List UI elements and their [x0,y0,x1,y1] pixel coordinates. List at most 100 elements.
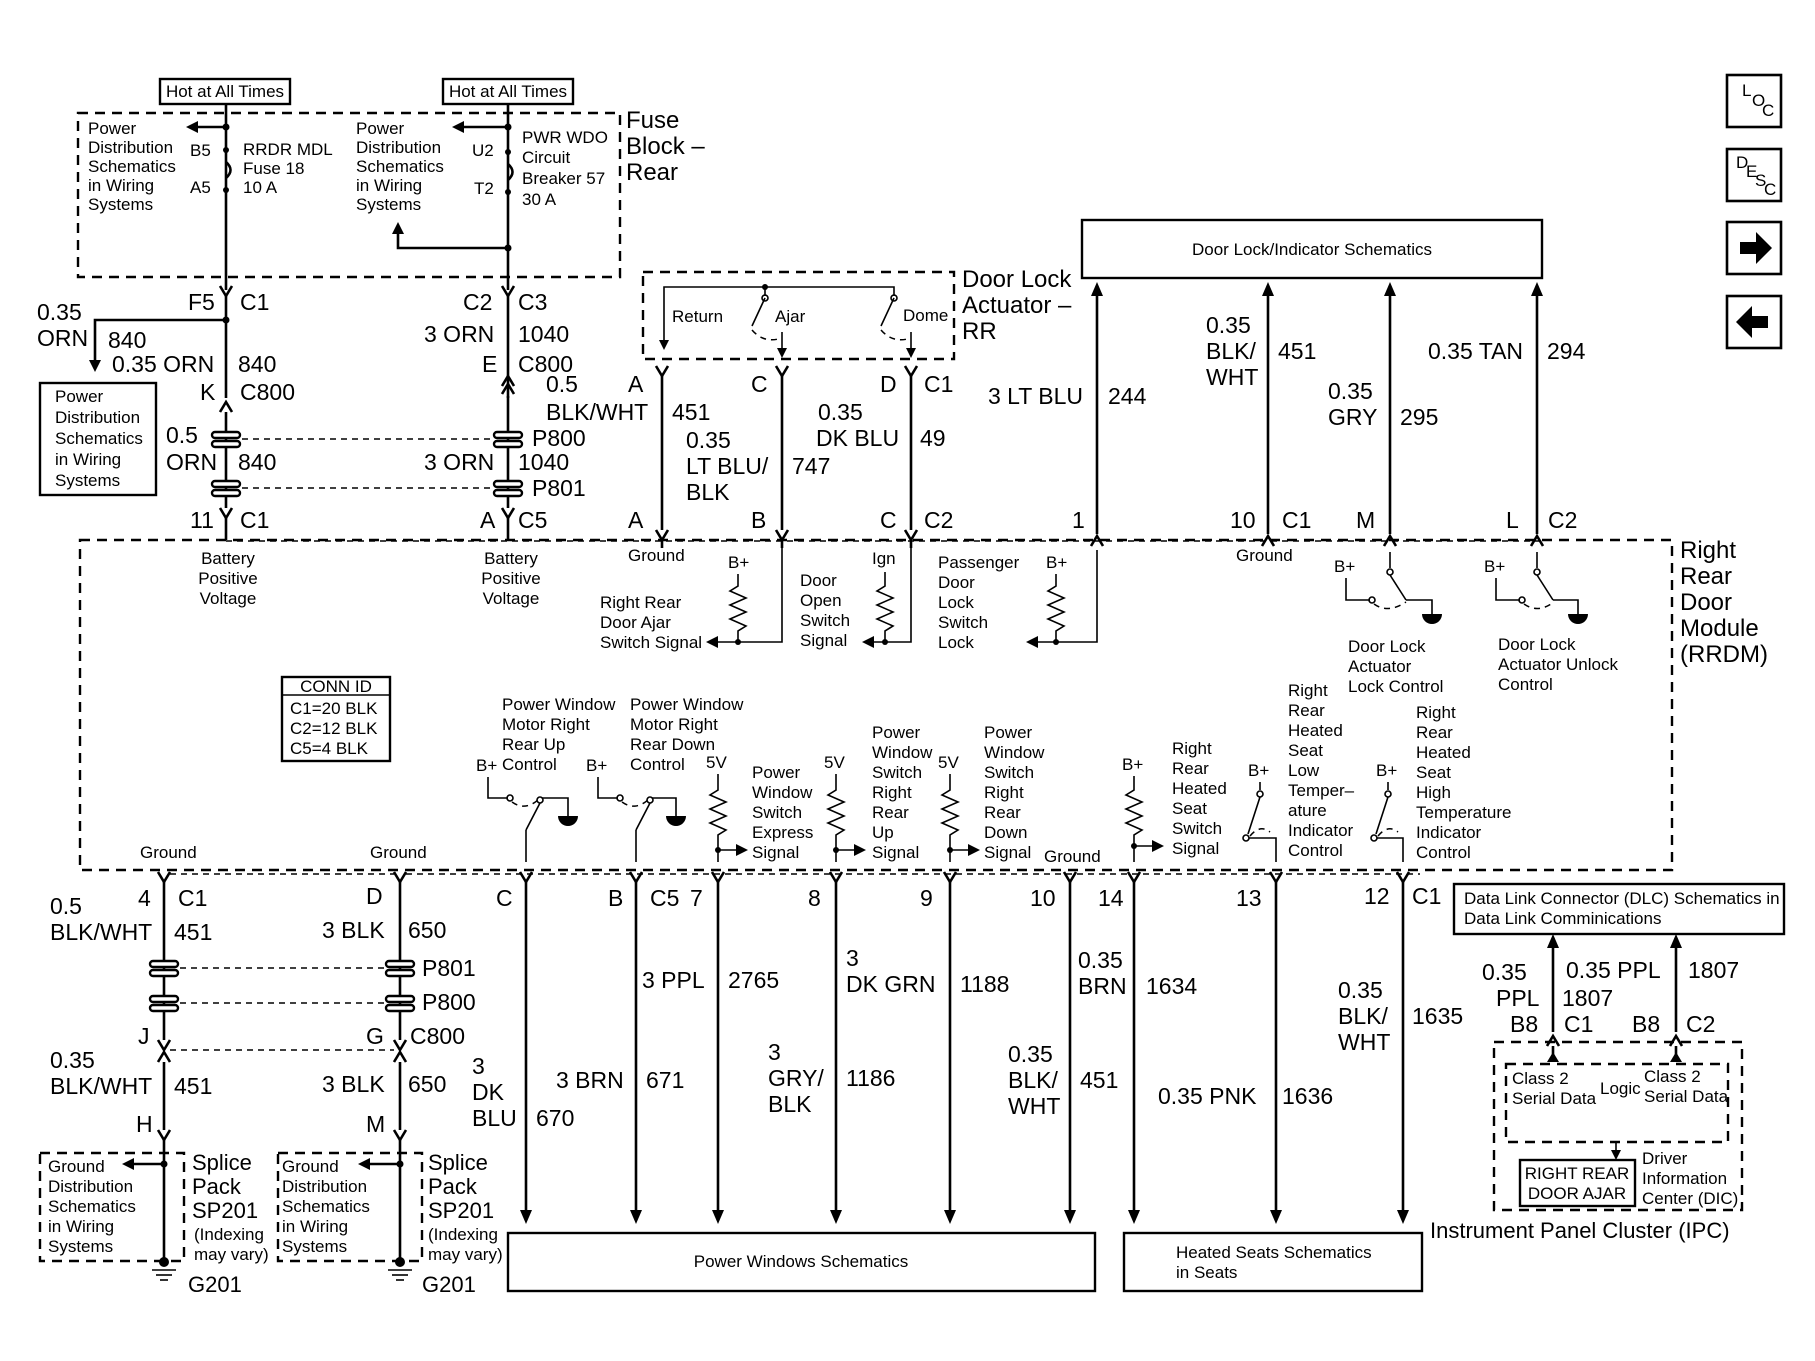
control-label: Door Lock [1498,635,1576,654]
splice-pack-boundary [38,1151,186,1263]
wire-color: BLK/WHT [546,399,648,425]
signal-label: Right Rear [600,593,682,612]
nav-prev-button[interactable] [1725,294,1783,350]
lower-left-wiring: 4 C1 D 0.5 BLK/WHT 451 3 BLK 650 P801 P8… [38,871,1420,1297]
fuse-block-title: Fuse [626,107,679,134]
signal-label: Power [984,723,1033,742]
arrow-up-icon [1547,934,1559,948]
gds-text: in Wiring [282,1217,348,1236]
connector-id: P800 [532,425,586,451]
arrow-up-icon [1531,282,1543,296]
wire-number: 670 [536,1105,574,1131]
connector-pin: M [1356,507,1375,533]
splice-label: may vary) [428,1245,503,1264]
pds-text: Distribution [88,138,173,157]
module-title: (RRDM) [1680,641,1768,668]
box-text: Power Windows Schematics [694,1252,908,1271]
pds-text: in Wiring [356,176,422,195]
wire-size: 0.35 [37,299,82,325]
wire-color: WHT [1338,1029,1390,1055]
connector-pin: B8 [1510,1011,1538,1037]
gds-text: Distribution [282,1177,367,1196]
wire-color: 3 LT BLU [988,383,1083,409]
gds-text: Systems [48,1237,113,1256]
signal-label: Lock [938,633,974,652]
bplus-label: B+ [1046,553,1067,572]
connector-id: C1 [240,289,269,315]
cb-label: Breaker 57 [522,169,605,188]
fuse-pin: A5 [190,178,211,197]
5v-label: 5V [824,753,845,772]
signal-label: Signal [984,843,1031,862]
signal-label: Window [752,783,813,802]
signal-label: Door [938,573,975,592]
connector-id: C1 [1412,883,1441,909]
connector-id: C3 [518,289,547,315]
connector-pin: B8 [1632,1011,1660,1037]
wire-color: 3 BRN [556,1067,624,1093]
arrow-up-icon [392,222,404,234]
pullup-resistor-icon [1124,776,1154,847]
wire-number: 244 [1108,383,1147,409]
relay-switch-icon [635,802,651,831]
nav-desc-button[interactable]: D E S C [1725,147,1783,203]
wire-color: 3 BLK [322,1071,385,1097]
signal-label: Switch [800,611,850,630]
splice-label: (Indexing [428,1225,498,1244]
connector-pin: 10 [1230,507,1256,533]
control-label: Rear Up [502,735,565,754]
nav-loc-button[interactable]: L O C [1725,73,1783,129]
connector-pin: 10 [1030,885,1056,911]
control-label: Temper– [1288,781,1355,800]
wire-color: 3 BLK [322,917,385,943]
ground-id: G201 [188,1272,242,1297]
pds-text: Power [88,119,137,138]
conn-id-entry: C2=12 BLK [290,719,378,738]
door-lock-indicator: Door Lock/Indicator Schematics 3 LT BLU … [988,218,1586,547]
connector-pin: C [496,885,513,911]
signal-label: Down [984,823,1027,842]
bpv-text: Positive [481,569,541,588]
connector-chevron-icon [500,507,516,521]
gds-text: Schematics [282,1197,370,1216]
connector-pin: 14 [1098,885,1124,911]
control-label: Indicator [1416,823,1482,842]
inline-connector [148,994,180,1004]
cb-label: Circuit [522,148,570,167]
wire-number: 451 [1278,338,1316,364]
inline-connector [148,968,180,978]
control-label: Power Window [502,695,616,714]
display-text: RIGHT REAR [1525,1164,1630,1183]
wire-number: 1040 [518,449,569,475]
bpv-text: Battery [484,549,538,568]
wire-color: ORN [166,449,217,475]
splice-label: (Indexing [194,1225,264,1244]
cb-pin: U2 [472,141,494,160]
wire-size: 0.35 [1078,947,1123,973]
wire-color: GRY/ [768,1065,824,1091]
ground-label: Ground [370,843,427,862]
inline-connector [384,968,416,978]
signal-label: Power [872,723,921,742]
connector-pin: 4 [138,885,151,911]
pds-text: Schematics [356,157,444,176]
power-windows-schematics-box [506,1231,1097,1293]
relay-switch-icon [1247,796,1261,835]
arrow-down-icon [520,1210,532,1224]
control-label: Heated [1416,743,1471,762]
nav-next-button[interactable] [1725,220,1783,276]
control-label: Lock Control [1348,677,1443,696]
box-text: Data Link Comminications [1464,909,1661,928]
connector-chevron-icon [500,381,516,395]
dic-label: Center (DIC) [1642,1189,1738,1208]
arrow-down-icon [630,1210,642,1224]
bplus-label: B+ [586,756,607,775]
wire-color: BLK/ [1206,338,1256,364]
connector-pin: J [138,1023,150,1049]
control-label: Heated [1288,721,1343,740]
hot-label-text: Hot at All Times [449,82,567,101]
connector-pin: 7 [690,885,703,911]
fuse-pin: B5 [190,141,211,160]
control-label: High [1416,783,1451,802]
